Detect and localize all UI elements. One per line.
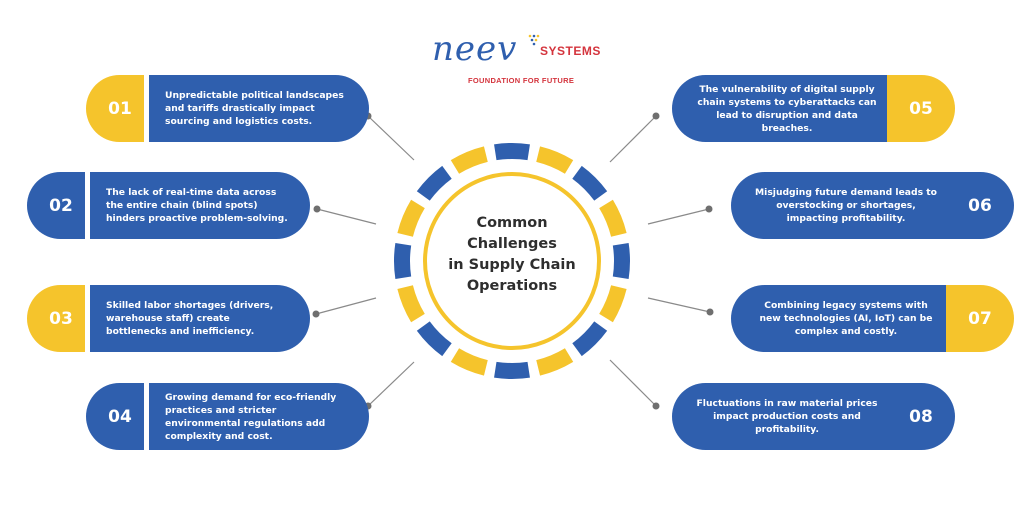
- connector-dot-07: [706, 308, 714, 316]
- center-title: Common Challenges in Supply Chain Operat…: [446, 213, 578, 297]
- logo-dots-icon: [528, 34, 540, 46]
- ring-segment: [416, 321, 452, 357]
- ring-segment: [450, 348, 488, 376]
- ring-segment: [397, 199, 425, 237]
- challenge-text-04: Growing demand for eco-friendly practice…: [144, 383, 369, 450]
- connector-dot-02: [313, 205, 321, 213]
- connector-line-05: [609, 115, 657, 163]
- connector-line-06: [647, 208, 710, 225]
- connector-dot-06: [705, 205, 713, 213]
- connector-line-07: [647, 297, 711, 313]
- connector-line-03: [315, 297, 377, 315]
- connector-dot-05: [652, 112, 660, 120]
- ring-segment: [450, 146, 488, 174]
- neev-systems-logo: neev SYSTEMS FOUNDATION FOR FUTURE: [432, 32, 602, 88]
- connector-dot-03: [312, 310, 320, 318]
- logo-tagline: FOUNDATION FOR FUTURE: [468, 76, 575, 85]
- logo-wordmark: neev: [432, 29, 518, 69]
- ring-segment: [416, 165, 452, 201]
- center-title-line-4: Operations: [466, 278, 558, 294]
- ring-segment: [536, 348, 574, 376]
- challenge-number-07: 07: [946, 285, 1014, 352]
- connector-line-01: [367, 115, 415, 161]
- challenge-number-06: 06: [946, 172, 1014, 239]
- center-title-line-1: Common: [476, 215, 548, 231]
- ring-segment: [536, 146, 574, 174]
- challenge-text-07: Combining legacy systems with new techno…: [731, 285, 956, 352]
- right-connectors: [609, 112, 714, 410]
- ring-segment: [397, 285, 425, 323]
- challenge-text-05: The vulnerability of digital supply chai…: [672, 75, 897, 142]
- challenge-number-08: 08: [887, 383, 955, 450]
- ring-segment: [612, 243, 630, 279]
- center-title-line-2: Challenges: [467, 236, 557, 252]
- connector-line-02: [316, 208, 377, 225]
- logo-systems-text: SYSTEMS: [540, 44, 601, 58]
- challenge-text-08: Fluctuations in raw material prices impa…: [672, 383, 897, 450]
- challenge-number-01: 01: [86, 75, 154, 142]
- challenge-number-05: 05: [887, 75, 955, 142]
- connector-line-08: [609, 359, 657, 407]
- challenge-text-06: Misjudging future demand leads to overst…: [731, 172, 956, 239]
- center-title-line-3: in Supply Chain: [448, 257, 576, 273]
- ring-segment: [572, 321, 608, 357]
- ring-segment: [494, 361, 530, 379]
- inner-ring: [423, 172, 601, 350]
- challenge-number-02: 02: [27, 172, 95, 239]
- challenge-text-01: Unpredictable political landscapes and t…: [144, 75, 369, 142]
- connector-dot-08: [652, 402, 660, 410]
- challenge-number-03: 03: [27, 285, 95, 352]
- challenge-text-03: Skilled labor shortages (drivers, wareho…: [85, 285, 310, 352]
- ring-segment: [394, 243, 412, 279]
- ring-segment: [599, 199, 627, 237]
- ring-segment: [599, 285, 627, 323]
- challenge-text-02: The lack of real-time data across the en…: [85, 172, 310, 239]
- challenge-number-04: 04: [86, 383, 154, 450]
- ring-segment: [494, 143, 530, 161]
- ring-segment: [572, 165, 608, 201]
- ring-segments: [394, 143, 630, 379]
- connector-line-04: [367, 361, 415, 407]
